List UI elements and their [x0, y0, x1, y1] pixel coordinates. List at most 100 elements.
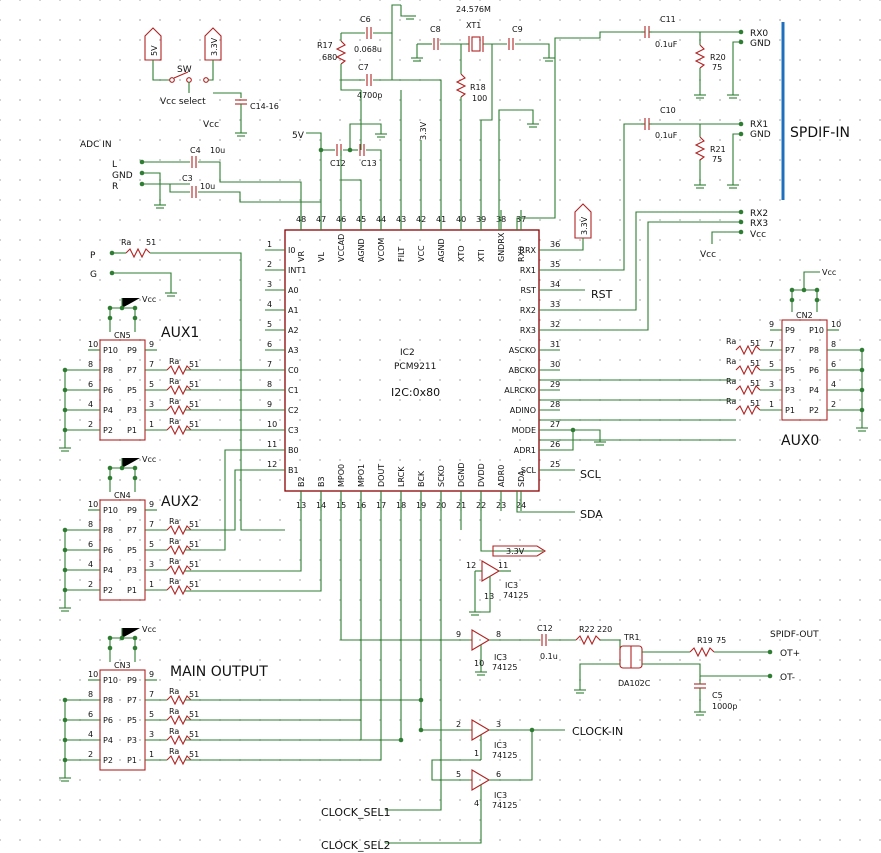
pin-num-9: 9: [267, 400, 272, 409]
cn2-num-r-3: 4: [831, 380, 836, 389]
pin-name-30: ABCKO: [508, 366, 536, 375]
clock-in-label: CLOCK-IN: [572, 725, 623, 738]
r19-value: 75: [716, 636, 726, 645]
cn5-pin-P4: P4: [103, 406, 113, 415]
cn4-pin-P4: P4: [103, 566, 113, 575]
cn2-num-l-3: 3: [769, 380, 774, 389]
c10-value: 0.1uF: [655, 131, 678, 140]
cn4-pin-P3: P3: [127, 566, 137, 575]
pin-name-19: BCK: [417, 470, 426, 487]
c6-value: 0.068u: [354, 45, 382, 54]
c7-label: C7: [358, 63, 369, 72]
pg-inputs: P Ra 51 G: [90, 238, 285, 531]
cn2-pin-P7: P7: [785, 346, 795, 355]
r21-value: 75: [712, 155, 722, 164]
r18-label: R18: [470, 83, 486, 92]
dvdd-3v3-flag: 3.3V: [506, 547, 525, 556]
pin-name-4: A1: [288, 306, 299, 315]
r21-label: R21: [710, 145, 726, 154]
cn4-pin-P5: P5: [127, 546, 137, 555]
pin-name-43: FILT: [397, 247, 406, 262]
ot-minus-label: OT-: [780, 673, 795, 683]
cn2-pin-P1: P1: [785, 406, 795, 415]
cn4-num-r-1: 7: [149, 520, 154, 529]
ic2-part: PCM9211: [394, 362, 436, 372]
cn2-num-r-1: 8: [831, 340, 836, 349]
pin-num-35: 35: [550, 260, 560, 269]
pin-name-12: B1: [288, 466, 299, 475]
p-ra-label: Ra: [121, 238, 131, 247]
b1-ic3: IC3: [505, 581, 518, 590]
r17-value: 680: [322, 53, 337, 62]
c3-label: C3: [182, 174, 193, 183]
sw-3v3-label: 3.3V: [210, 37, 219, 56]
cn4-ra-v-4: 51: [189, 580, 199, 589]
cn3-num-l-0: 10: [88, 670, 98, 679]
cn5-ra-v-4: 51: [189, 420, 199, 429]
cn5-num-r-1: 7: [149, 360, 154, 369]
pin-name-27: MODE: [512, 426, 536, 435]
pin-name-11: B0: [288, 446, 299, 455]
main-output-title: MAIN OUTPUT: [170, 664, 268, 680]
c3-value: 10u: [200, 182, 215, 191]
cn5-pin-P2: P2: [103, 426, 113, 435]
vcc-select-switch[interactable]: 5V 3.3V SW Vcc select C14-16 Vcc: [144, 27, 279, 137]
b3-oe: 1: [474, 749, 479, 758]
pin-name-35: RX1: [520, 266, 536, 275]
cn3-pin-P1: P1: [127, 756, 137, 765]
r20-value: 75: [712, 63, 722, 72]
pin-name-28: ADINO: [510, 406, 536, 415]
b4-oe: 4: [474, 799, 479, 808]
aux0-title: AUX0: [781, 433, 819, 449]
tr1-label: TR1: [623, 633, 640, 642]
supply-decoupling: 5V C12 C13: [292, 123, 387, 230]
cn4-num-r-2: 5: [149, 540, 154, 549]
cn3-num-l-4: 2: [88, 750, 93, 759]
cn4-num-l-0: 10: [88, 500, 98, 509]
pin-num-23: 23: [496, 501, 506, 510]
r22-label: R22: [579, 625, 595, 634]
r22-value: 220: [597, 625, 612, 634]
b1-74125: 74125: [503, 591, 528, 600]
cn5-pin-P5: P5: [127, 386, 137, 395]
pin-name-45: AGND: [357, 238, 366, 262]
r20-label: R20: [710, 53, 726, 62]
b1-out: 11: [498, 561, 508, 570]
pin-name-10: C3: [288, 426, 299, 435]
cn3-ra-3: Ra: [169, 727, 179, 736]
b3-74125: 74125: [492, 751, 517, 760]
c6-label: C6: [360, 15, 371, 24]
b3-ic3: IC3: [494, 741, 507, 750]
cn2-vcc-label: Vcc: [822, 268, 836, 277]
cn2-ra-1: Ra: [726, 337, 736, 346]
cn3-ra-2: Ra: [169, 707, 179, 716]
pin-name-46: VCCAD: [337, 234, 346, 262]
cn5-ra-3: Ra: [169, 397, 179, 406]
cn3-ra-1: Ra: [169, 687, 179, 696]
bottom-pin-wires: [185, 491, 424, 761]
pin-num-25: 25: [550, 460, 560, 469]
cn5-ra-4: Ra: [169, 417, 179, 426]
cn5-num-l-4: 2: [88, 420, 93, 429]
c12b-label: C12: [537, 624, 553, 633]
cn4-ra-v-1: 51: [189, 520, 199, 529]
cn2-num-l-1: 7: [769, 340, 774, 349]
pin-name-16: MPO1: [357, 464, 366, 487]
cn2-num-l-4: 1: [769, 400, 774, 409]
sda-label: SDA: [580, 508, 603, 521]
rx0-network: C11 0.1uF R20 75 RX0 GND: [516, 15, 771, 230]
clock-sel2-label: CLOCK_SEL2: [321, 839, 391, 852]
pin-name-42: VCC: [417, 245, 426, 262]
pin-name-20: SCKO: [437, 465, 446, 487]
cn4-num-r-3: 3: [149, 560, 154, 569]
c9-label: C9: [512, 25, 523, 34]
pin-name-29: ALRCKO: [504, 386, 536, 395]
b3-in: 2: [456, 720, 461, 729]
cn2-num-r-2: 6: [831, 360, 836, 369]
pin-name-13: B2: [297, 476, 306, 487]
pin-num-11: 11: [267, 440, 277, 449]
cn3-pin-P6: P6: [103, 716, 113, 725]
cn4-connector-ref: CN4: [114, 491, 131, 500]
rx1-gnd-label: GND: [750, 130, 771, 140]
